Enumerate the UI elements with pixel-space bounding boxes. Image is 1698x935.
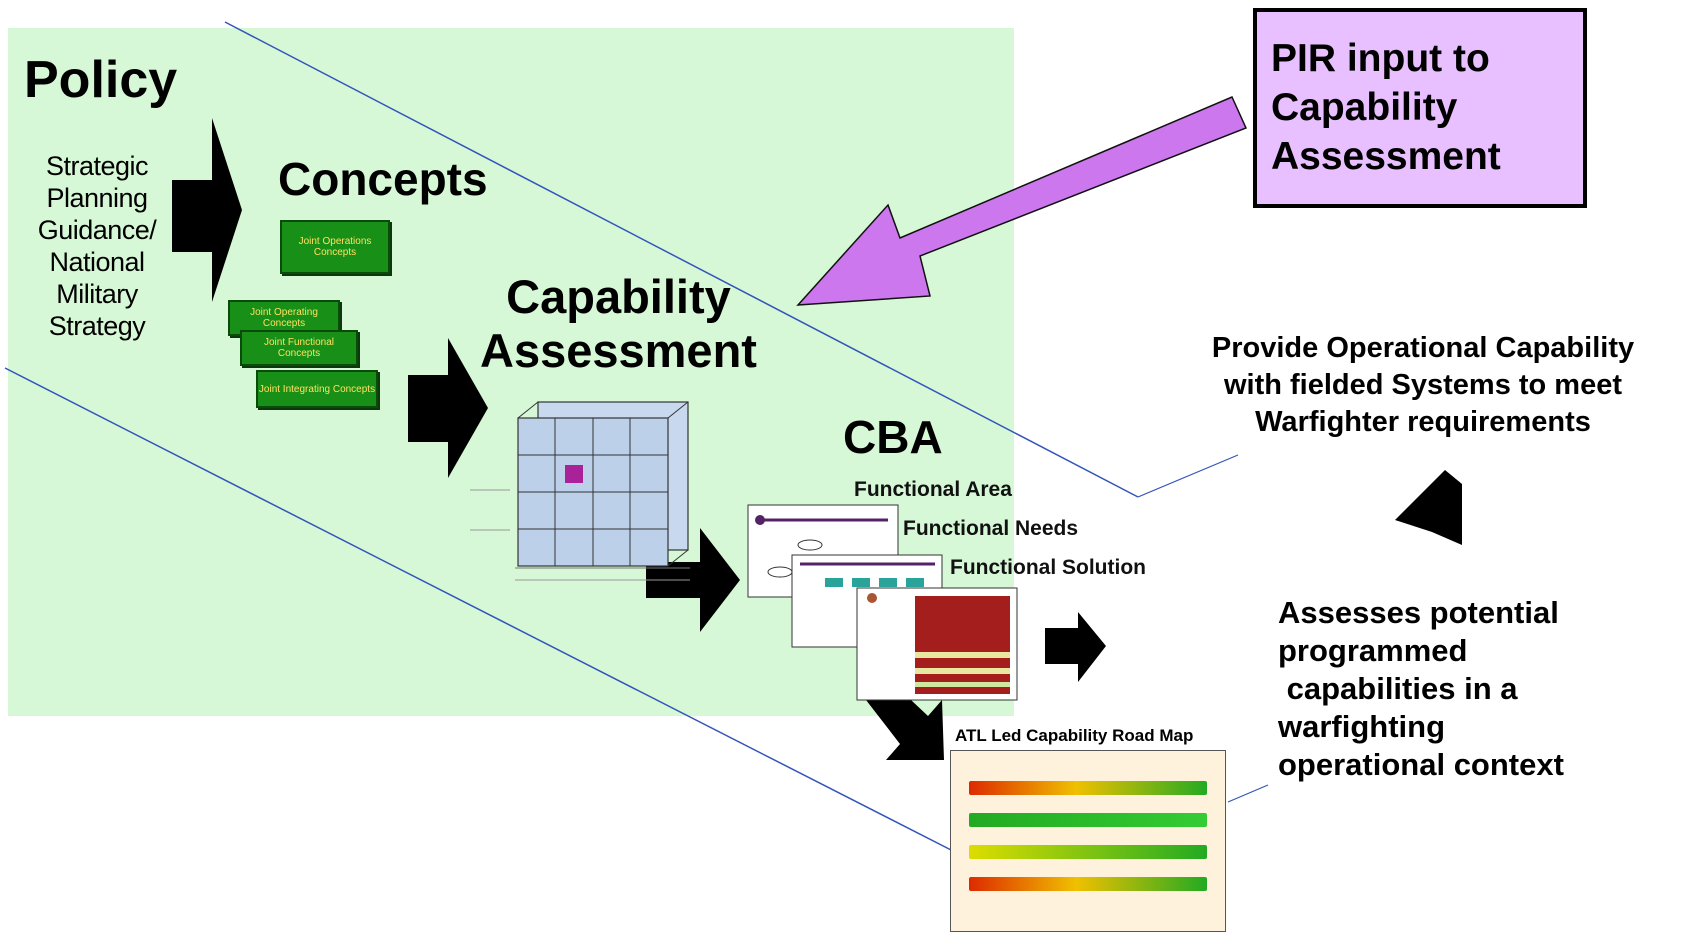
assess-line: warfighting: [1278, 709, 1446, 744]
pir-line: PIR input to: [1271, 37, 1490, 80]
upper-guide-connector: [1137, 454, 1239, 498]
roadmap-panel: [950, 750, 1226, 932]
assess-line: Assesses potential: [1278, 595, 1559, 630]
policy-line: Planning: [46, 183, 148, 213]
policy-title: Policy: [24, 51, 178, 109]
capability-title-line: Capability: [506, 270, 731, 323]
lower-guide-line: [4, 367, 956, 853]
functional-needs-label: Functional Needs: [903, 517, 1079, 540]
arrow-cba-to-assess: [1045, 612, 1106, 682]
roadmap-bar: [969, 781, 1207, 795]
assess-line: capabilities in a: [1278, 671, 1518, 706]
provide-line: Warfighter requirements: [1255, 406, 1591, 438]
roadmap-label: ATL Led Capability Road Map: [955, 726, 1194, 745]
policy-subtitle: Strategic Planning Guidance/ National Mi…: [22, 150, 172, 342]
policy-line: Strategic: [45, 151, 149, 181]
arrow-assess-to-provide: [1395, 470, 1462, 545]
policy-line: Guidance/: [37, 215, 157, 245]
upper-guide-line: [224, 21, 1139, 498]
capability-assessment-title: Capability Assessment: [480, 270, 757, 378]
provide-line: with fielded Systems to meet: [1223, 369, 1623, 401]
capability-title-line: Assessment: [480, 324, 757, 377]
lower-guide-connector: [1227, 784, 1269, 803]
policy-line: Military: [56, 279, 138, 309]
cba-title: CBA: [843, 411, 943, 463]
concepts-title: Concepts: [278, 153, 488, 205]
assess-line: operational context: [1278, 747, 1564, 782]
arrow-cba-to-roadmap: [866, 684, 944, 760]
concept-box-joint-operations: Joint Operations Concepts: [280, 220, 390, 274]
arrow-policy-to-concepts: [172, 118, 242, 302]
arrow-capability-to-cba: [646, 528, 740, 632]
policy-line: National: [49, 247, 145, 277]
roadmap-bar: [969, 813, 1207, 827]
pir-line: Capability: [1271, 86, 1458, 129]
concept-box-joint-integrating: Joint Integrating Concepts: [256, 370, 378, 408]
provide-line: Provide Operational Capability: [1211, 332, 1635, 364]
concept-box-joint-functional: Joint Functional Concepts: [240, 330, 358, 366]
assess-line: programmed: [1278, 633, 1468, 668]
functional-solution-label: Functional Solution: [950, 556, 1146, 579]
arrow-concepts-to-capability: [408, 338, 488, 478]
pir-input-box: PIR input to Capability Assessment: [1253, 8, 1587, 208]
roadmap-bar: [969, 845, 1207, 859]
pir-arrow: [796, 96, 1248, 306]
roadmap-bar: [969, 877, 1207, 891]
capability-cube: [470, 401, 690, 581]
provide-capability-text: Provide Operational Capability with fiel…: [1153, 330, 1693, 441]
pir-line: Assessment: [1271, 135, 1501, 178]
policy-line: Strategy: [48, 311, 146, 341]
cba-documents: [747, 504, 1018, 701]
functional-area-label: Functional Area: [854, 478, 1012, 501]
